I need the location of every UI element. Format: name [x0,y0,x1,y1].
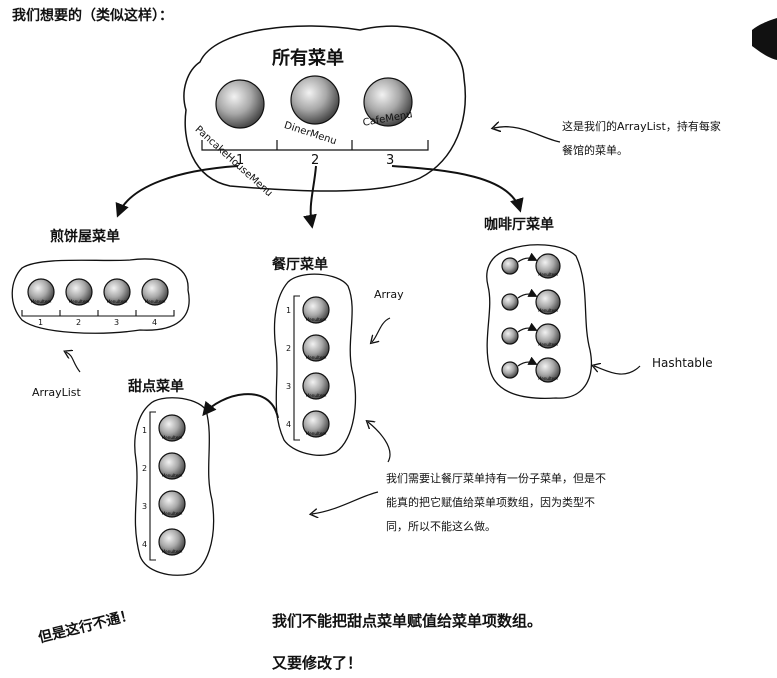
all-menus-item-3-ball [363,77,413,127]
all-menus-cloud [183,25,467,192]
diner-note-line-1: 我们需要让餐厅菜单持有一份子菜单，但是不 [386,472,606,485]
pancake-index-4: 4 [152,318,158,327]
pancake-menu-item-1-ball [27,278,55,306]
cafe-value-3-label: MenuItem [538,342,558,347]
all-menus-index-3: 3 [386,153,395,168]
diner-note-line-2: 能真的把它赋值给菜单项数组，因为类型不 [386,496,595,509]
cafe-key-1-ball [501,257,519,275]
cafe-key-3-ball [501,327,519,345]
diner-menu-item-4-ball [302,410,330,438]
all-menus-index-2: 2 [311,153,320,168]
dessert-menu-item-4-ball [158,528,186,556]
arrow-to-diner [303,165,317,229]
arraylist-note-line-2: 餐馆的菜单。 [562,144,628,157]
cafe-value-3-ball [535,323,561,349]
arrow-to-pancake [115,165,239,218]
dessert-menu-title: 甜点菜单 [128,379,184,395]
dessert-menu-item-1-ball [158,414,186,442]
diner-type-arrow [372,317,391,342]
cafe-value-1-ball [535,253,561,279]
cafe-link-arrow-1 [517,252,538,263]
diner-menu-item-2-label: MenuItem [306,355,327,360]
diner-index-3: 3 [286,382,292,391]
dessert-index-3: 3 [142,502,148,511]
cafe-menu-title: 咖啡厅菜单 [484,217,554,233]
dessert-index-4: 4 [142,540,148,549]
dessert-menu-item-2-label: MenuItem [162,473,183,478]
arrow-to-cafe [391,165,524,213]
all-menus-item-2-ball [290,75,340,125]
cafe-link-arrow-4 [517,356,538,367]
all-menus-title: 所有菜单 [272,48,344,69]
cafe-key-4-ball [501,361,519,379]
cafe-value-1-label: MenuItem [538,272,558,277]
dessert-menu-item-3-label: MenuItem [162,511,183,516]
pancake-cloud [11,258,190,334]
diner-index-1: 1 [286,306,292,315]
dessert-menu-item-3-ball [158,490,186,518]
pancake-menu-item-4-ball [141,278,169,306]
cafe-type-label: Hashtable [652,356,713,370]
diner-cloud [273,273,357,456]
cafe-key-2-ball [501,293,519,311]
diner-note-arrow [368,422,391,463]
hashtable-arrow [594,366,641,375]
arraylist-note-arrow [494,127,561,143]
diner-menu-item-4-label: MenuItem [306,431,327,436]
diner-menu-item-3-ball [302,372,330,400]
pancake-index-3: 3 [114,318,120,327]
diner-note-line-3: 同，所以不能这么做。 [386,520,496,533]
pancake-menu-item-3-ball [103,278,131,306]
cafe-value-4-ball [535,357,561,383]
pancake-menu-item-2-ball [65,278,93,306]
cafe-cloud [486,244,592,399]
pancake-type-label: ArrayList [32,386,81,399]
conclusion-line-1: 我们不能把甜点菜单赋值给菜单项数组。 [272,612,543,630]
cafe-value-2-label: MenuItem [538,308,558,313]
dessert-menu-item-1-label: MenuItem [162,435,183,440]
cafe-value-4-label: MenuItem [538,376,558,381]
intro-heading: 我们想要的（类似这样）： [12,8,173,24]
dessert-index-1: 1 [142,426,148,435]
diner-menu-item-1-label: MenuItem [306,317,327,322]
dessert-menu-item-4-label: MenuItem [162,549,183,554]
all-menus-index-1: 1 [236,153,245,168]
diner-index-2: 2 [286,344,292,353]
conclusion-line-2: 又要修改了！ [272,654,363,672]
diner-menu-title: 餐厅菜单 [272,257,328,273]
pancake-type-arrow [66,352,81,373]
pancake-menu-item-3-label: MenuItem [107,299,128,304]
dessert-menu-item-2-ball [158,452,186,480]
cafe-value-2-ball [535,289,561,315]
pancake-index-1: 1 [38,318,44,327]
cafe-link-arrow-3 [517,322,538,333]
pancake-menu-item-1-label: MenuItem [31,299,52,304]
pancake-index-2: 2 [76,318,82,327]
cafe-link-arrow-2 [517,288,538,299]
diner-type-label: Array [374,288,404,301]
pancake-menu-title: 煎饼屋菜单 [50,229,120,245]
pancake-menu-item-2-label: MenuItem [69,299,90,304]
all-menus-item-1-ball [215,79,265,129]
diner-menu-item-1-ball [302,296,330,324]
dessert-note-arrow [312,491,379,514]
diner-menu-item-2-ball [302,334,330,362]
dessert-index-2: 2 [142,464,148,473]
arraylist-note-line-1: 这是我们的ArrayList，持有每家 [562,120,721,133]
arrow-diner-to-dessert [202,393,279,419]
diner-index-4: 4 [286,420,292,429]
pancake-menu-item-4-label: MenuItem [145,299,166,304]
character-silhouette [752,18,777,60]
diner-menu-item-3-label: MenuItem [306,393,327,398]
